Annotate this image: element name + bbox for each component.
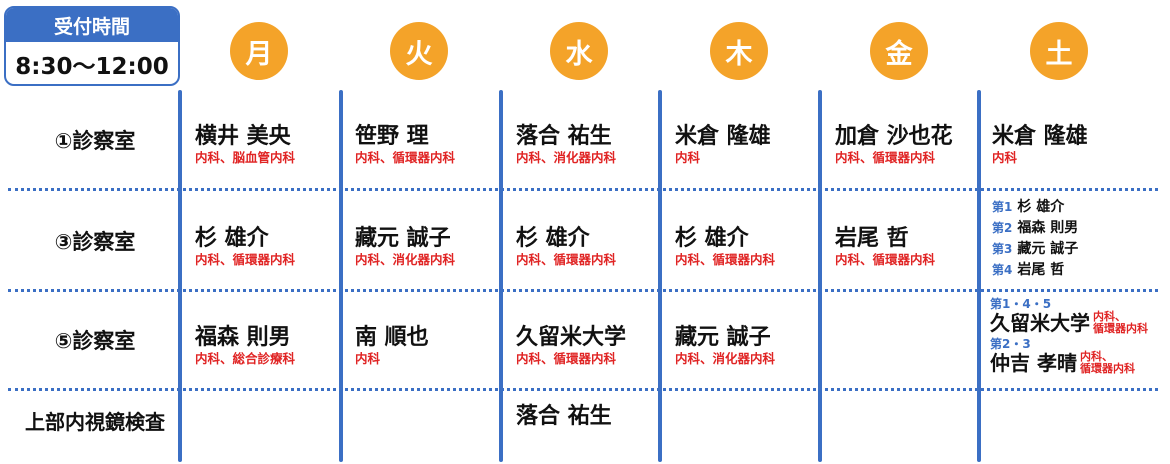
day-friday: 金 — [870, 22, 928, 80]
schedule-cell: 加倉 沙也花 内科、循環器内科 — [835, 124, 985, 166]
week-label: 第1・4・5 — [990, 297, 1052, 311]
doctor-name: 笹野 理 — [355, 124, 429, 149]
department-line: 循環器内科 — [1079, 362, 1135, 375]
doctor-name: 杉 雄介 — [675, 226, 749, 251]
department: 内科、循環器内科 — [835, 252, 936, 267]
row-divider — [8, 289, 1158, 292]
doctor-name: 福森 則男 — [1017, 220, 1079, 236]
schedule-cell: 福森 則男 内科、総合診療科 — [195, 325, 345, 367]
schedule-cell: 横井 美央 内科、脳血管内科 — [195, 124, 345, 166]
reception-time-badge: 受付時間 8:30～12:00 — [4, 6, 180, 86]
day-thursday: 木 — [710, 22, 768, 80]
reception-time: 8:30～12:00 — [15, 54, 169, 80]
column-divider — [339, 90, 343, 462]
department-line: 内科、 — [1079, 350, 1113, 363]
schedule-cell: 岩尾 哲 内科、循環器内科 — [835, 226, 985, 268]
rotation-entry: 仲吉 孝晴 内科、 循環器内科 — [990, 351, 1160, 376]
room-label-5: ⑤診察室 — [54, 329, 136, 353]
doctor-name: 米倉 隆雄 — [675, 124, 771, 149]
rotation-entry: 第3 藏元 誠子 — [992, 239, 1162, 260]
department: 内科、循環器内科 — [516, 351, 617, 366]
schedule-cell: 杉 雄介 内科、循環器内科 — [516, 226, 666, 268]
row-divider — [8, 188, 1158, 191]
doctor-name: 横井 美央 — [195, 124, 291, 149]
schedule-cell: 南 順也 内科 — [355, 325, 505, 367]
doctor-name: 福森 則男 — [195, 325, 291, 350]
doctor-name: 落合 祐生 — [516, 404, 612, 429]
department-line: 循環器内科 — [1093, 322, 1148, 335]
doctor-name: 久留米大学 — [516, 325, 627, 350]
reception-label: 受付時間 — [6, 8, 178, 42]
department: 内科 — [992, 150, 1018, 165]
day-wednesday: 水 — [550, 22, 608, 80]
doctor-name: 藏元 誠子 — [1017, 241, 1079, 257]
rotation-entry: 第2 福森 則男 — [992, 218, 1162, 239]
department: 内科、循環器内科 — [835, 150, 936, 165]
week-label: 第2 — [992, 221, 1013, 235]
schedule-cell: 米倉 隆雄 内科 — [992, 124, 1142, 166]
doctor-name: 杉 雄介 — [195, 226, 269, 251]
column-divider — [818, 90, 822, 462]
doctor-name: 岩尾 哲 — [835, 226, 909, 251]
column-divider — [658, 90, 662, 462]
schedule-cell: 久留米大学 内科、循環器内科 — [516, 325, 666, 367]
doctor-name: 落合 祐生 — [516, 124, 612, 149]
room-label-1: ①診察室 — [54, 129, 136, 153]
column-divider — [977, 90, 981, 462]
saturday-rotation-room3: 第1 杉 雄介 第2 福森 則男 第3 藏元 誠子 第4 岩尾 哲 — [992, 197, 1162, 281]
department: 内科 — [355, 351, 381, 366]
doctor-name: 藏元 誠子 — [355, 226, 451, 251]
doctor-name: 仲吉 孝晴 — [990, 351, 1077, 375]
day-monday: 月 — [230, 22, 288, 80]
schedule-cell: 杉 雄介 内科、循環器内科 — [195, 226, 345, 268]
department: 内科 — [675, 150, 701, 165]
department: 内科、循環器内科 — [195, 252, 296, 267]
department-line: 内科、 — [1093, 310, 1126, 323]
week-label: 第1 — [992, 200, 1013, 214]
schedule-cell: 米倉 隆雄 内科 — [675, 124, 825, 166]
department: 内科、循環器内科 — [516, 252, 617, 267]
column-divider — [178, 90, 182, 462]
doctor-name: 南 順也 — [355, 325, 429, 350]
department: 内科、 循環器内科 — [1093, 311, 1148, 335]
doctor-name: 藏元 誠子 — [675, 325, 771, 350]
department: 内科、消化器内科 — [355, 252, 456, 267]
column-divider — [499, 90, 503, 462]
rotation-entry: 久留米大学 内科、 循環器内科 — [990, 311, 1160, 336]
doctor-name: 加倉 沙也花 — [835, 124, 953, 149]
schedule-cell: 落合 祐生 — [516, 404, 666, 430]
department: 内科、循環器内科 — [675, 252, 776, 267]
doctor-name: 杉 雄介 — [1017, 199, 1065, 215]
week-label: 第4 — [992, 263, 1013, 277]
room-label-3: ③診察室 — [54, 230, 136, 254]
week-label: 第3 — [992, 242, 1013, 256]
schedule-cell: 藏元 誠子 内科、消化器内科 — [355, 226, 505, 268]
doctor-name: 岩尾 哲 — [1017, 262, 1065, 278]
schedule-cell: 笹野 理 内科、循環器内科 — [355, 124, 505, 166]
doctor-name: 米倉 隆雄 — [992, 124, 1088, 149]
department: 内科、消化器内科 — [675, 351, 776, 366]
row-divider — [8, 388, 1158, 391]
department: 内科、循環器内科 — [355, 150, 456, 165]
department: 内科、消化器内科 — [516, 150, 617, 165]
schedule-cell: 藏元 誠子 内科、消化器内科 — [675, 325, 825, 367]
room-label-endoscopy: 上部内視鏡検査 — [25, 410, 165, 434]
day-saturday: 土 — [1030, 22, 1088, 80]
week-label: 第2・3 — [990, 337, 1031, 351]
saturday-rotation-room5: 第1・4・5 久留米大学 内科、 循環器内科 第2・3 仲吉 孝晴 内科、 循環… — [990, 297, 1160, 375]
schedule-cell: 杉 雄介 内科、循環器内科 — [675, 226, 825, 268]
department: 内科、脳血管内科 — [195, 150, 296, 165]
rotation-entry: 第4 岩尾 哲 — [992, 260, 1162, 281]
schedule-cell: 落合 祐生 内科、消化器内科 — [516, 124, 666, 166]
day-tuesday: 火 — [390, 22, 448, 80]
doctor-name: 久留米大学 — [990, 311, 1090, 335]
department: 内科、総合診療科 — [195, 351, 296, 366]
doctor-name: 杉 雄介 — [516, 226, 590, 251]
rotation-entry: 第1 杉 雄介 — [992, 197, 1162, 218]
department: 内科、 循環器内科 — [1080, 351, 1135, 375]
